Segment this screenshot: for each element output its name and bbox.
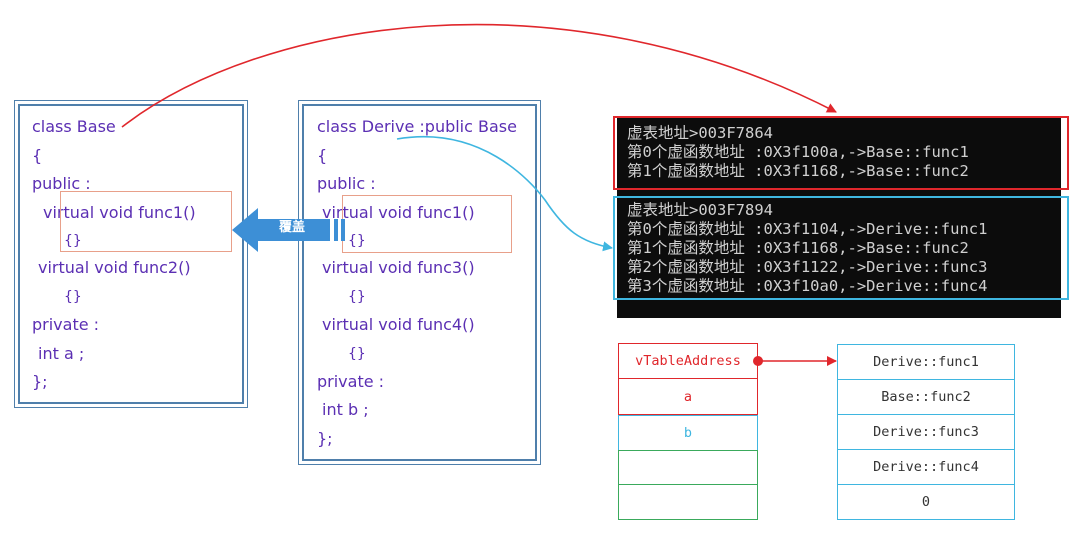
- console-derive-line-0: 虚表地址>003F7894: [627, 201, 773, 219]
- console-derive-line-3: 第2个虚函数地址 :0X3f1122,->Derive::func3: [627, 258, 988, 276]
- override-arrow-icon: [232, 208, 345, 252]
- vtable-cell-4: 0: [837, 484, 1015, 520]
- base-line-9: };: [32, 372, 48, 391]
- mem-cell-empty-2: [618, 485, 758, 520]
- base-to-console-arrow: [121, 23, 837, 128]
- base-func1-highlight: [60, 191, 232, 252]
- mem-cell-a: a: [618, 379, 758, 415]
- console-base-line-0: 虚表地址>003F7864: [627, 124, 773, 142]
- console-output: 虚表地址>003F7864 第0个虚函数地址 :0X3f100a,->Base:…: [617, 118, 1061, 318]
- base-line-5: virtual void func2(): [38, 258, 191, 277]
- derive-line-1: {: [317, 146, 328, 165]
- console-base-line-2: 第1个虚函数地址 :0X3f1168,->Base::func2: [627, 162, 969, 180]
- console-derive-frame: [613, 196, 1069, 300]
- base-line-2: public :: [32, 174, 91, 193]
- console-derive-line-4: 第3个虚函数地址 :0X3f10a0,->Derive::func4: [627, 277, 988, 295]
- base-line-1: {: [32, 146, 43, 165]
- derive-line-8: {}: [348, 346, 366, 362]
- derive-line-9: private :: [317, 372, 385, 391]
- derive-line-0: class Derive :public Base: [317, 117, 517, 136]
- derive-line-10: int b ;: [322, 400, 369, 419]
- derive-line-5: virtual void func3(): [322, 258, 475, 277]
- derive-line-3: virtual void func1(): [322, 203, 475, 222]
- mem-cell-empty-1: [618, 450, 758, 485]
- base-line-0: class Base: [32, 117, 116, 136]
- derive-line-4: {}: [348, 233, 366, 249]
- override-label: 覆盖: [278, 219, 305, 235]
- base-line-4: {}: [64, 233, 82, 249]
- console-derive-line-1: 第0个虚函数地址 :0X3f1104,->Derive::func1: [627, 220, 988, 238]
- base-line-3: virtual void func1(): [43, 203, 196, 222]
- derive-line-2: public :: [317, 174, 376, 193]
- derive-class-box: [298, 100, 541, 465]
- base-line-6: {}: [64, 289, 82, 305]
- vtable-pointer-dot: [753, 356, 763, 366]
- console-base-frame: [613, 116, 1069, 190]
- console-base-line-1: 第0个虚函数地址 :0X3f100a,->Base::func1: [627, 143, 969, 161]
- base-line-8: int a ;: [38, 344, 85, 363]
- console-derive-line-2: 第1个虚函数地址 :0X3f1168,->Base::func2: [627, 239, 969, 257]
- derive-line-6: {}: [348, 289, 366, 305]
- derive-line-7: virtual void func4(): [322, 315, 475, 334]
- base-class-box: [14, 100, 248, 408]
- derive-to-console-arrow: [396, 136, 613, 252]
- derive-line-11: };: [317, 429, 333, 448]
- base-line-7: private :: [32, 315, 100, 334]
